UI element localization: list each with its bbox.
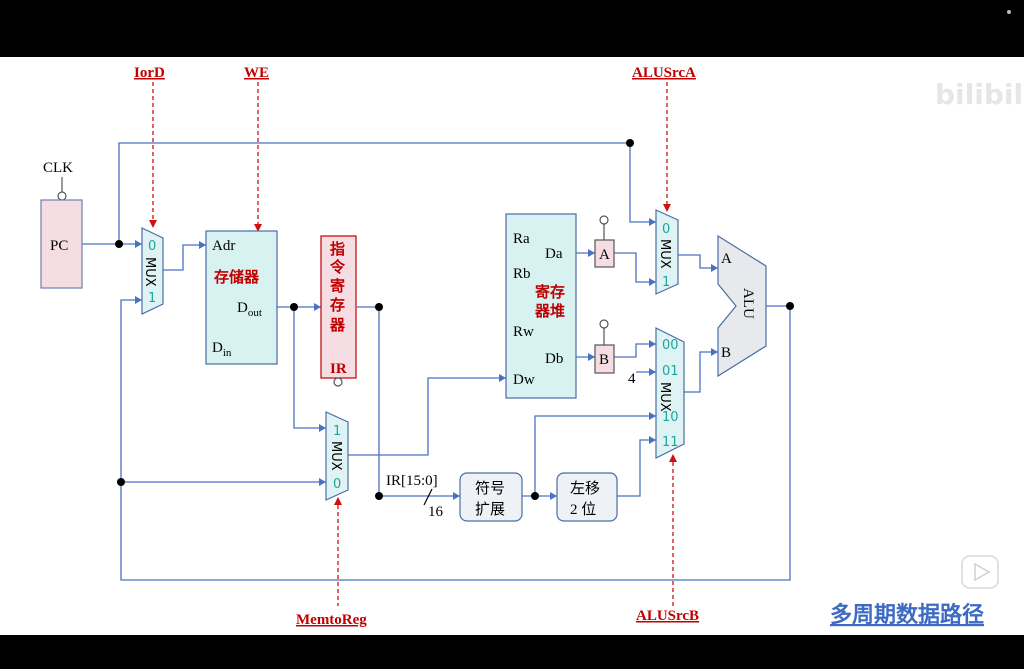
wires	[82, 142, 791, 581]
mux-alusrca	[655, 209, 679, 295]
pc-label: PC	[50, 238, 68, 254]
ir-char-4: 器	[329, 317, 346, 334]
ir-char-2: 寄	[330, 277, 345, 295]
sign-extend-line1: 符号	[475, 480, 505, 497]
alu-input-a: A	[721, 251, 732, 267]
regfile-da: Da	[545, 246, 563, 262]
const-4-label: 4	[628, 371, 636, 387]
watermark: bilibili	[935, 78, 1024, 111]
mux3-label: MUX	[657, 239, 672, 269]
mux-iord	[141, 227, 164, 315]
mux4-input-11: 11	[662, 435, 679, 450]
ir-register	[320, 235, 357, 379]
ir-label: IR	[330, 361, 347, 377]
shift-left-block	[556, 472, 618, 522]
memory-dout: Dout	[237, 300, 262, 319]
reg-b	[594, 344, 615, 374]
signal-we: WE	[244, 65, 269, 81]
regfile-db: Db	[545, 351, 563, 367]
reg-a	[594, 239, 615, 268]
memory-adr: Adr	[212, 238, 235, 254]
mux4-input-00: 00	[662, 338, 679, 353]
regfile-rw: Rw	[513, 324, 534, 340]
reg-a-label: A	[599, 247, 610, 263]
signal-memtoreg: MemtoReg	[296, 612, 367, 628]
pc-register	[40, 199, 83, 289]
memory-din: Din	[212, 340, 232, 359]
clk-label: CLK	[43, 160, 73, 176]
signal-alusrca: ALUSrcA	[632, 65, 696, 81]
reg-a-clk-bubble	[599, 215, 609, 225]
register-file	[505, 213, 577, 399]
mux4-input-01: 01	[662, 364, 679, 379]
alu-input-b: B	[721, 345, 731, 361]
shift-left-line1: 左移	[570, 480, 600, 497]
reg-b-label: B	[599, 352, 609, 368]
memory-title: 存储器	[214, 268, 260, 286]
alu-label: ALU	[740, 288, 756, 319]
mux-memtoreg	[325, 411, 349, 501]
reg-b-clk-bubble	[599, 319, 609, 329]
mux4-label: MUX	[657, 382, 672, 412]
control-signals	[149, 82, 677, 606]
ir-char-3: 存	[330, 296, 345, 314]
bus-width-label: 16	[428, 504, 444, 520]
junctions	[115, 139, 794, 500]
mux-alusrcb	[655, 327, 685, 459]
ir-char-1: 令	[330, 258, 346, 276]
ir-clk-bubble	[333, 377, 343, 387]
mux1-input-1: 1	[148, 291, 156, 306]
ir-char-0: 指	[330, 240, 345, 258]
shift-left-line2: 2 位	[570, 501, 596, 518]
signal-iord: IorD	[134, 65, 165, 81]
signal-alusrcb: ALUSrcB	[636, 608, 699, 624]
memory-block	[205, 230, 278, 365]
mux2-input-1: 1	[333, 424, 341, 439]
mux4-input-10: 10	[662, 410, 679, 425]
indicator-dot-icon	[1007, 10, 1011, 14]
clk-bubble	[57, 191, 67, 201]
arrowheads	[135, 218, 718, 500]
play-icon[interactable]	[961, 555, 999, 589]
mux3-input-0: 0	[662, 222, 670, 237]
mux1-input-0: 0	[148, 239, 156, 254]
mux3-input-1: 1	[662, 275, 670, 290]
regfile-ra: Ra	[513, 231, 530, 247]
mux2-input-0: 0	[333, 477, 341, 492]
sign-extend-line2: 扩展	[475, 501, 505, 518]
regfile-title-2: 器堆	[534, 302, 565, 320]
regfile-title-1: 寄存	[535, 283, 565, 301]
regfile-rb: Rb	[513, 266, 531, 282]
mux2-label: MUX	[328, 441, 343, 471]
alu	[717, 234, 767, 378]
diagram-title: 多周期数据路径	[830, 602, 984, 628]
mux1-label: MUX	[142, 257, 157, 287]
ir-field-label: IR[15:0]	[386, 473, 438, 489]
sign-extend-block	[459, 472, 523, 522]
regfile-dw: Dw	[513, 372, 535, 388]
